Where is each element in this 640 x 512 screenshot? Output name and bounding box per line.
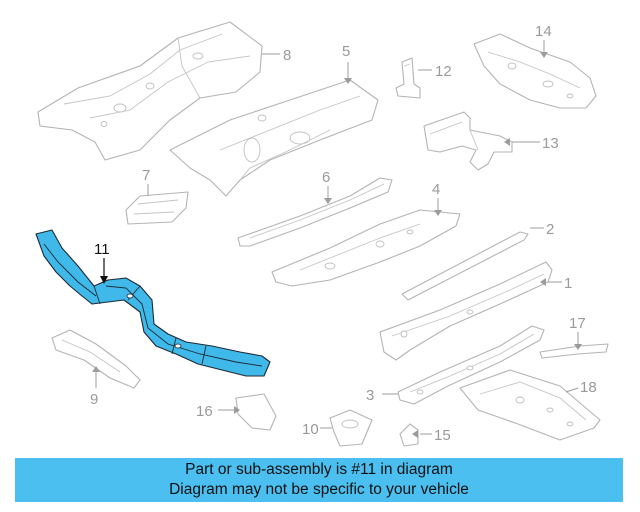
part-11-crossmember-highlighted[interactable]	[35, 229, 271, 377]
callout-17: 17	[569, 315, 586, 332]
callout-18: 18	[580, 379, 597, 396]
part-17-trim-strip[interactable]	[539, 343, 609, 359]
part-10-cup-bracket[interactable]	[329, 409, 373, 447]
callout-13: 13	[542, 135, 559, 152]
callout-16: 16	[196, 403, 213, 420]
callout-10: 10	[302, 421, 319, 438]
parts-diagram: 8 5 12 14 13 7	[35, 21, 609, 447]
banner-line-1: Part or sub-assembly is #11 in diagram	[185, 461, 453, 478]
part-7-reinforcement[interactable]	[125, 191, 189, 225]
part-6-floor-rail[interactable]	[237, 177, 393, 247]
callout-8: 8	[283, 47, 291, 64]
part-2-sill-strip[interactable]	[401, 231, 529, 301]
part-8-floor-tunnel[interactable]	[37, 21, 263, 161]
callout-14: 14	[535, 23, 552, 40]
callout-6: 6	[322, 169, 330, 186]
part-3-sill-reinforcement[interactable]	[397, 325, 545, 405]
callout-4: 4	[432, 181, 440, 198]
part-4-floor-pan[interactable]	[271, 209, 461, 287]
callout-15: 15	[434, 427, 451, 444]
part-9-cross-brace[interactable]	[51, 329, 141, 389]
callout-5: 5	[342, 43, 350, 60]
callout-1: 1	[564, 275, 572, 292]
part-5-center-floor[interactable]	[169, 79, 379, 197]
part-1-rocker-panel[interactable]	[379, 261, 553, 361]
callout-9: 9	[90, 391, 98, 408]
part-13-crossmember-brace[interactable]	[423, 111, 513, 171]
part-16-gusset[interactable]	[235, 393, 277, 431]
callout-11: 11	[94, 241, 110, 258]
part-18-rear-floor-panel[interactable]	[459, 369, 601, 441]
part-12-bracket[interactable]	[395, 57, 421, 99]
banner-line-2: Diagram may not be specific to your vehi…	[169, 481, 469, 498]
info-banner: Part or sub-assembly is #11 in diagram D…	[15, 458, 623, 502]
callout-12: 12	[435, 63, 452, 80]
callout-2: 2	[546, 221, 554, 238]
callout-7: 7	[142, 167, 150, 184]
part-14-rear-floor-extension[interactable]	[473, 33, 597, 109]
callout-3: 3	[366, 387, 374, 404]
